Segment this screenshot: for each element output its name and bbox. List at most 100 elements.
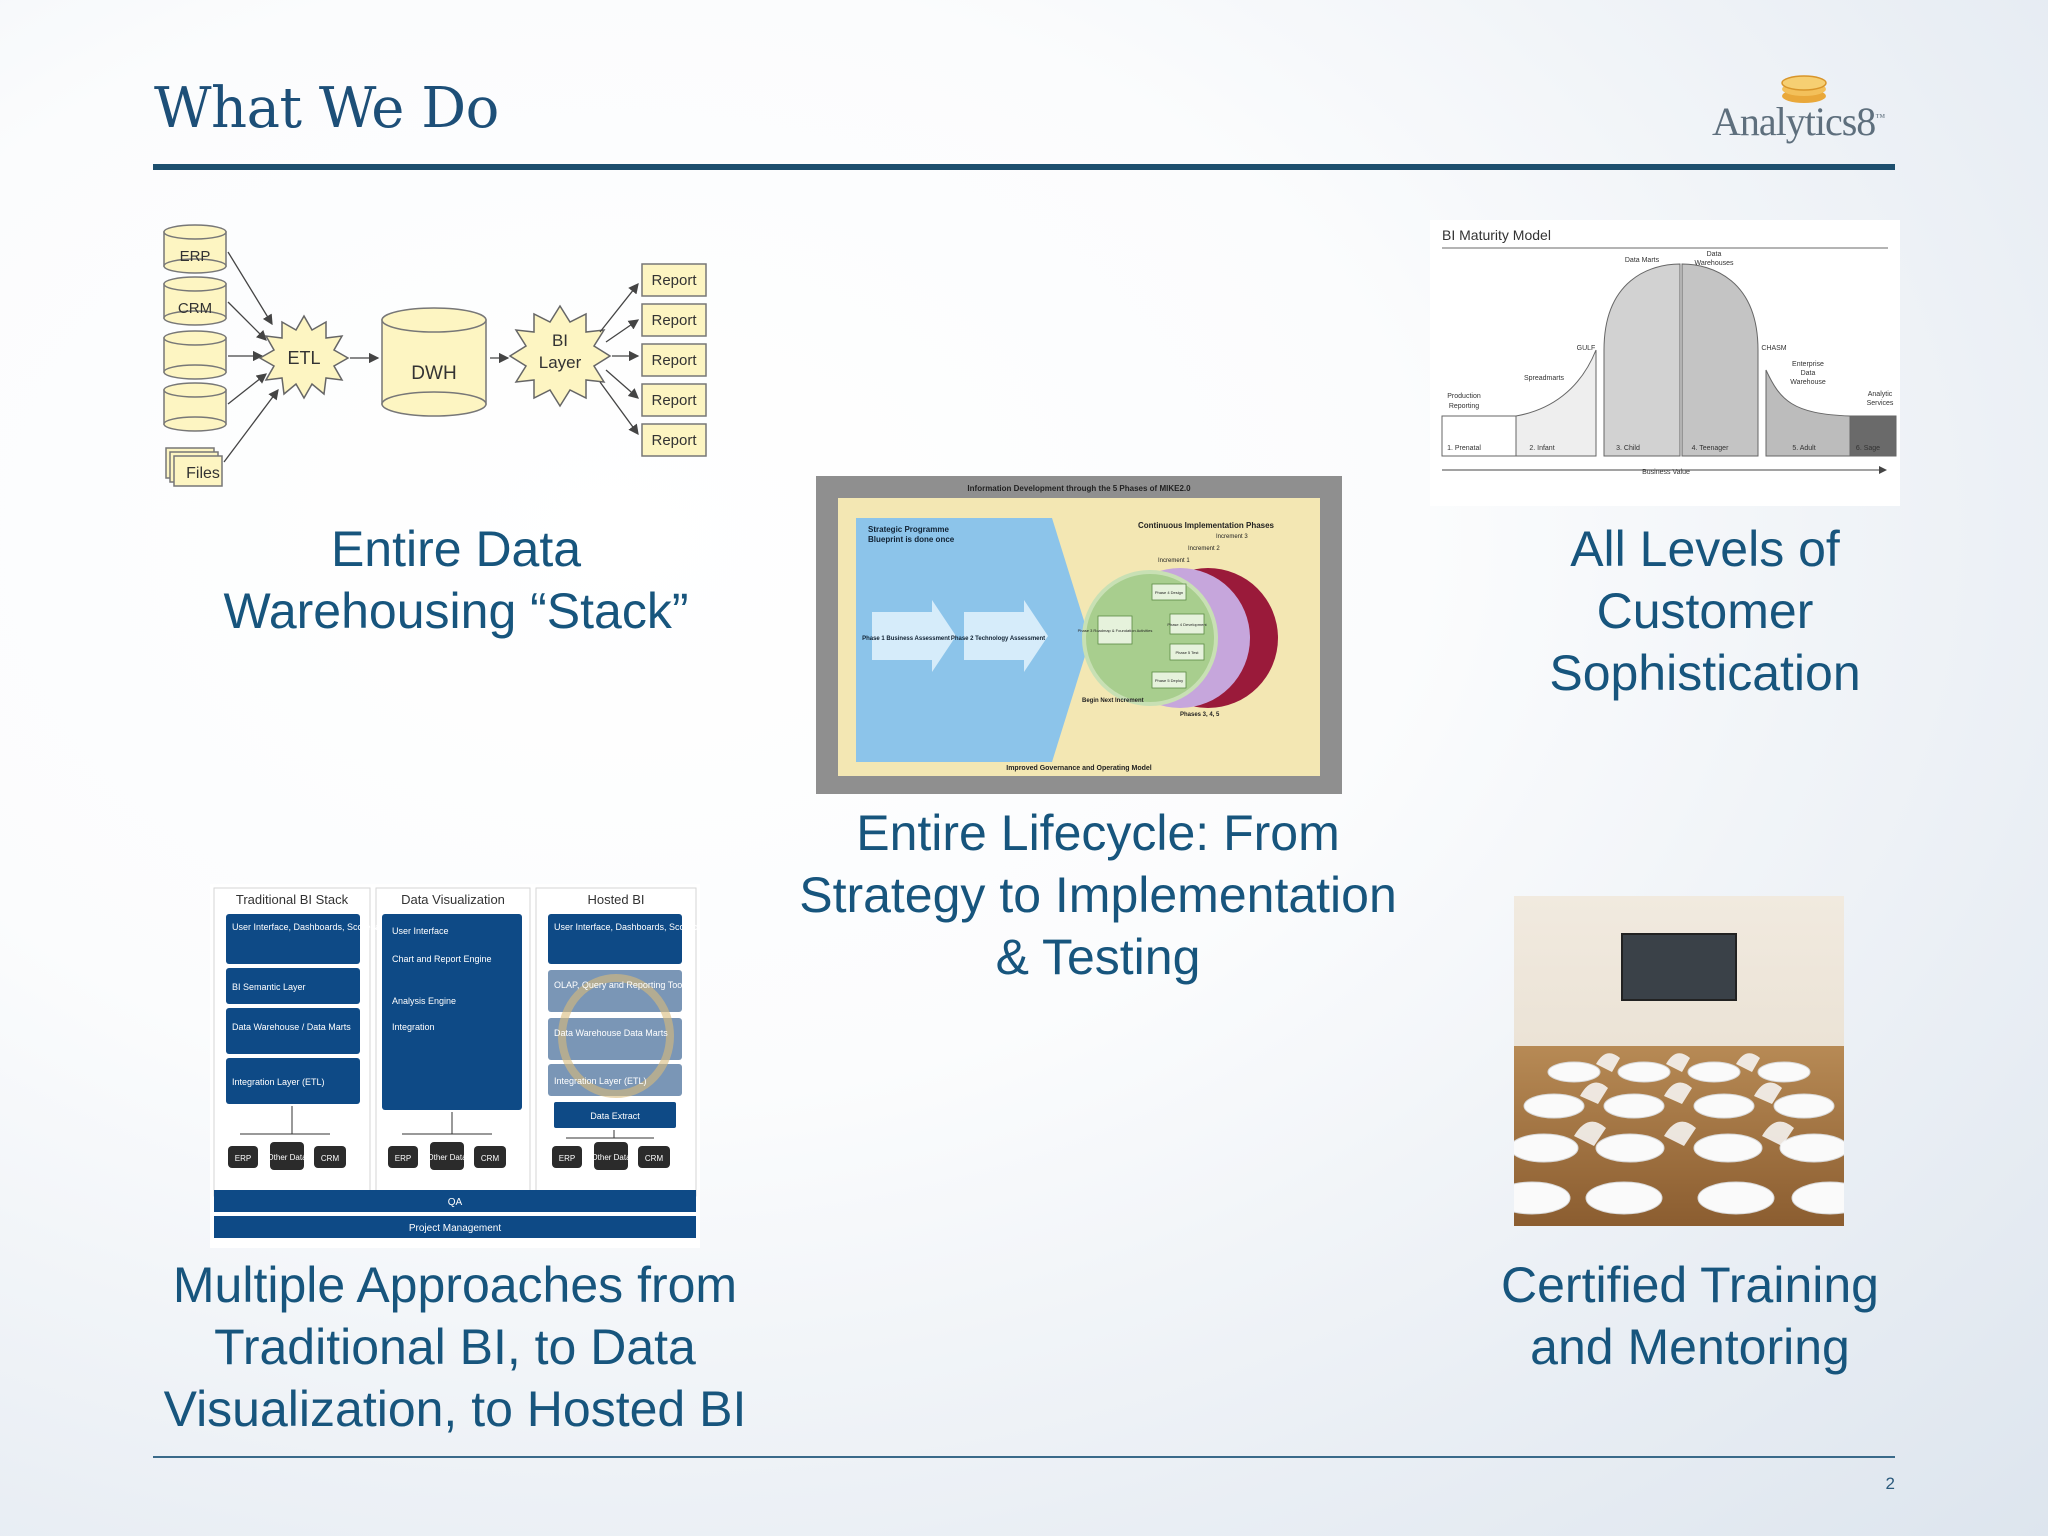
source-db: ERP [395,1154,411,1163]
maturity-label: Analytic [1868,391,1893,398]
etl-label: ETL [287,348,320,368]
slide-title: What We Do [154,76,499,141]
column-title: Data Visualization [401,892,505,907]
lifecycle-continuous: Continuous Implementation Phases [1138,521,1275,530]
visual-item: User Interface [392,926,449,936]
maturity-label: Warehouses [1694,260,1734,267]
logo-disc-icon [1781,75,1827,103]
lifecycle-footer: Improved Governance and Operating Model [1006,765,1152,772]
source-db: ERP [559,1154,575,1163]
lifecycle-strategic: Blueprint is done once [868,535,955,544]
bi-label: Layer [539,353,582,372]
lifecycle-increment: Increment 1 [1158,558,1190,564]
company-logo: Analytics8™ [1712,74,1896,144]
maturity-stage: 1. Prenatal [1447,445,1481,452]
hosted-box: Data Warehouse Data Marts [554,1028,668,1038]
maturity-label: CHASM [1761,345,1786,352]
maturity-stage: 3. Child [1616,445,1640,452]
maturity-label: Data Marts [1625,257,1660,264]
training-room-photo [1514,896,1844,1226]
caption-lifecycle: Entire Lifecycle: From Strategy to Imple… [799,805,1397,985]
report-label: Report [651,392,697,409]
hosted-box: Data Extract [590,1111,640,1121]
report-label: Report [651,352,697,369]
column-title: Traditional BI Stack [236,892,349,907]
lifecycle-phase: Phase 2 Technology Assessment [951,636,1045,642]
stack-box: Integration Layer (ETL) [232,1077,325,1087]
maturity-title: BI Maturity Model [1442,227,1551,243]
source-db: CRM [481,1154,500,1163]
lifecycle-phase: Phase 1 Business Assessment [862,636,950,642]
bi-maturity-model-chart: BI Maturity Model Data Marts Data Wareho… [1430,220,1900,506]
lifecycle-header: Information Development through the 5 Ph… [967,484,1191,493]
maturity-label: Services [1867,400,1894,407]
report-boxes [641,263,707,457]
hosted-box: User Interface, Dashboards, Scorecards, … [554,922,700,932]
lifecycle-node: Phase 4 Design [1155,590,1183,595]
dwh-cylinder [381,307,487,417]
source-db: CRM [645,1154,664,1163]
source-label: ERP [180,248,211,265]
source-label: Files [186,465,220,482]
report-label: Report [651,432,697,449]
caption-dw-stack: Entire Data Warehousing “Stack” [223,521,689,639]
caption-training: Certified Training and Mentoring [1501,1257,1879,1375]
lifecycle-node: Phase 4 Development [1167,622,1207,627]
qa-bar: QA [448,1197,463,1208]
lifecycle-increment: Increment 3 [1216,534,1248,540]
maturity-label: GULF [1577,345,1596,352]
page-number: 2 [1885,1474,1895,1493]
source-db: CRM [321,1154,340,1163]
maturity-stage: 2. Infant [1529,445,1554,452]
maturity-label: Warehouse [1790,379,1826,386]
lifecycle-node: Phase 5 Test [1175,650,1199,655]
maturity-stage: 5. Adult [1792,445,1815,452]
maturity-label: Reporting [1449,403,1479,410]
stack-box: BI Semantic Layer [232,982,306,992]
maturity-label: Enterprise [1792,361,1824,368]
etl-burst [258,314,350,400]
bi-layer-burst [508,304,612,408]
pm-bar: Project Management [409,1223,501,1234]
dw-stack-diagram: ERP CRM Files ETL DWH BI Layer Report [163,224,707,487]
bi-label: BI [552,331,568,350]
source-cylinders [163,224,227,487]
stack-box: User Interface, Dashboards, Scorecards, … [232,922,430,932]
stack-box: Data Warehouse / Data Marts [232,1022,351,1032]
footer-rule [153,1456,1895,1458]
lifecycle-increment: Increment 2 [1188,546,1220,552]
source-db: ERP [235,1154,251,1163]
source-db: Other Data [267,1153,307,1162]
maturity-stage: 4. Teenager [1692,445,1730,452]
caption-levels: All Levels of Customer Sophistication [1549,521,1861,701]
lifecycle-diagram: Information Development through the 5 Ph… [816,476,1342,794]
logo-wordmark: Analytics8™ [1712,99,1885,144]
maturity-label: Production [1447,393,1481,400]
lifecycle-strategic: Strategic Programme [868,525,949,534]
lifecycle-begin: Begin Next Increment [1082,698,1144,704]
visual-item: Analysis Engine [392,996,456,1006]
lifecycle-node: Phase 5 Deploy [1155,678,1183,683]
hosted-box: OLAP, Query and Reporting Tools [554,980,689,990]
maturity-axis: Business Value [1642,469,1690,476]
lifecycle-phases: Phases 3, 4, 5 [1180,712,1220,718]
visual-item: Integration [392,1022,435,1032]
hosted-box: Integration Layer (ETL) [554,1076,647,1086]
maturity-label: Data [1801,370,1816,377]
source-db: Other Data [427,1153,467,1162]
source-db: Other Data [591,1153,631,1162]
bi-approaches-diagram: Traditional BI Stack Data Visualization … [210,884,700,1248]
header-rule [153,164,1895,170]
dwh-label: DWH [411,363,456,384]
report-label: Report [651,312,697,329]
maturity-stage: 6. Sage [1856,445,1880,452]
report-label: Report [651,272,697,289]
lifecycle-node: Phase 3 Roadmap & Foundation Activities [1078,628,1153,633]
source-label: CRM [178,300,212,317]
tv-screen [1621,933,1737,1001]
column-title: Hosted BI [587,892,644,907]
maturity-label: Data [1707,251,1722,258]
caption-approaches: Multiple Approaches from Traditional BI,… [163,1257,747,1437]
visual-item: Chart and Report Engine [392,954,492,964]
maturity-label: Spreadmarts [1524,375,1565,382]
